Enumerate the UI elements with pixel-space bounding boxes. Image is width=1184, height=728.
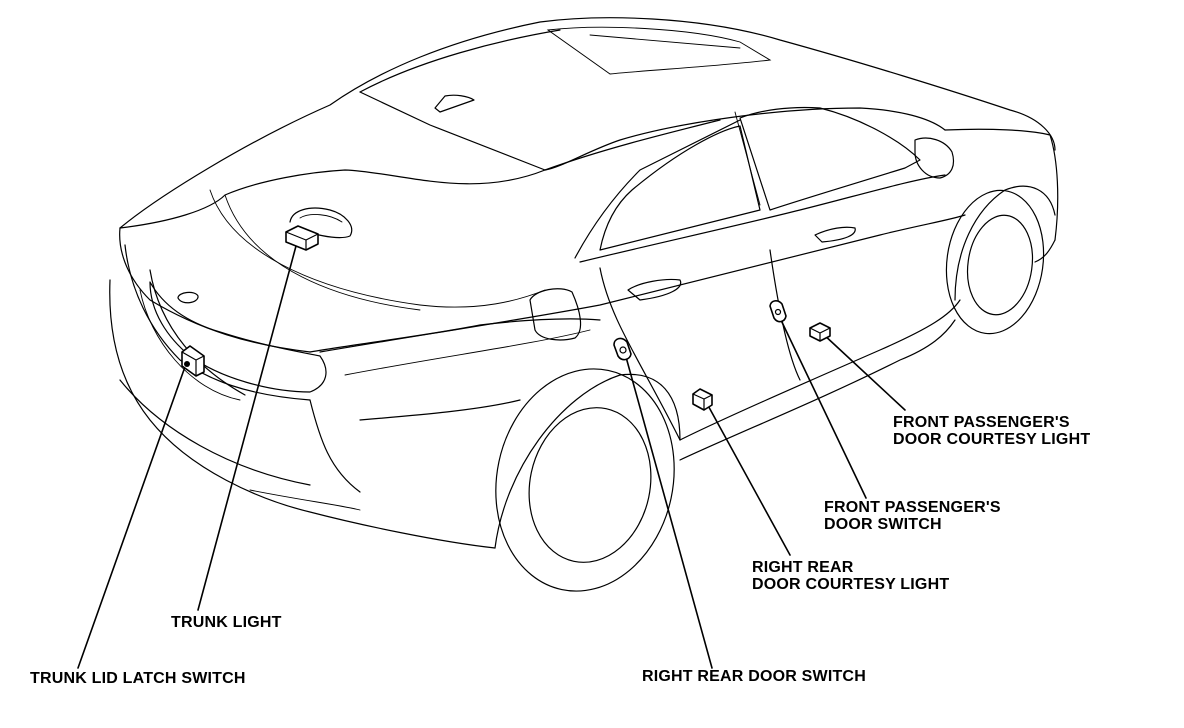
front-passenger-door-courtesy-light-component: [809, 322, 831, 342]
leader-right-rear-door-courtesy-light: [704, 399, 791, 556]
label-right-rear-door-switch: RIGHT REAR DOOR SWITCH: [642, 668, 866, 685]
leader-trunk-light: [197, 245, 297, 611]
leader-trunk-lid-latch-switch: [77, 363, 187, 669]
leader-front-passenger-door-courtesy-light: [821, 332, 906, 411]
label-front-passenger-door-switch: FRONT PASSENGER'S DOOR SWITCH: [824, 499, 1001, 533]
right-rear-door-courtesy-light-component: [692, 388, 713, 411]
label-front-passenger-door-courtesy-light: FRONT PASSENGER'S DOOR COURTESY LIGHT: [893, 414, 1091, 448]
car-body: [109, 17, 1059, 592]
right-rear-door-switch-component: [613, 337, 632, 361]
components: [181, 225, 831, 411]
trunk-light-component: [285, 225, 319, 251]
trunk-lid-latch-switch-component: [181, 345, 205, 377]
label-right-rear-door-courtesy-light: RIGHT REAR DOOR COURTESY LIGHT: [752, 559, 950, 593]
leader-lines: [77, 245, 906, 669]
leader-right-rear-door-switch: [625, 356, 713, 669]
leader-front-passenger-door-switch: [779, 317, 867, 499]
front-passenger-door-switch-component: [769, 300, 787, 323]
label-trunk-light: TRUNK LIGHT: [171, 614, 282, 631]
label-trunk-lid-latch-switch: TRUNK LID LATCH SWITCH: [30, 670, 246, 687]
